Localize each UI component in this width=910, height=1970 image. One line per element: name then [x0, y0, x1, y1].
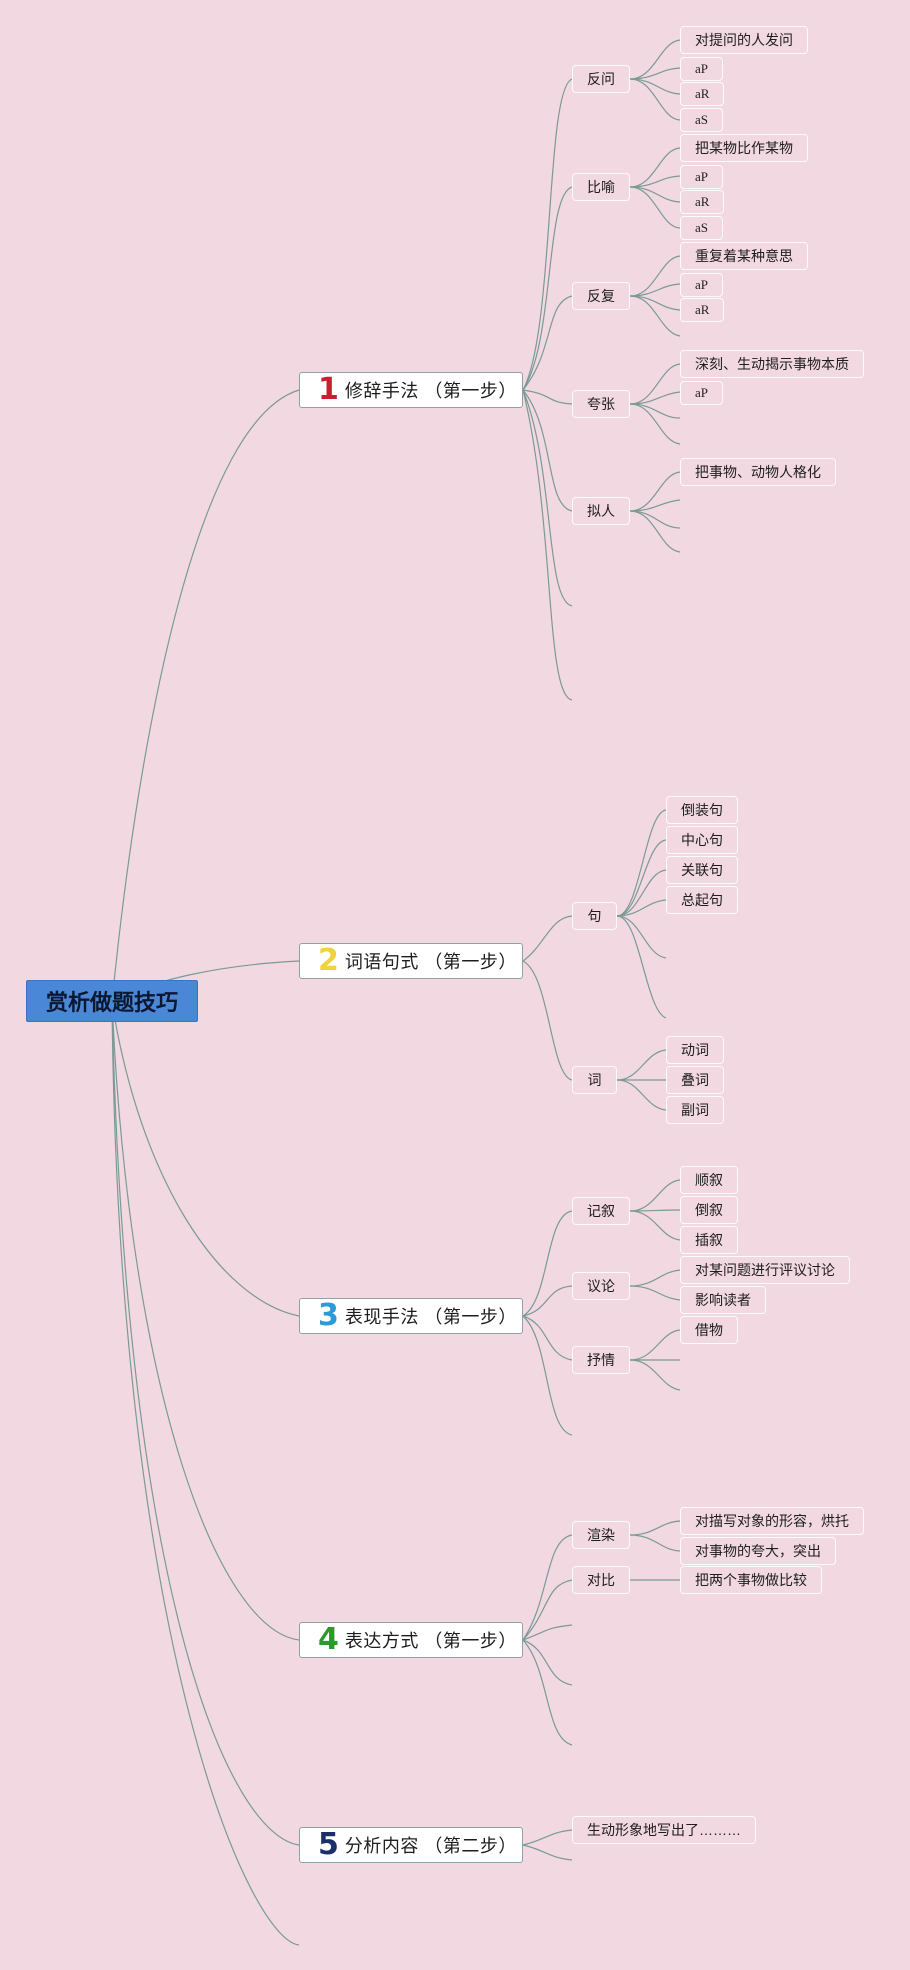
number-1: 1 [318, 372, 339, 407]
leaf-ci-2[interactable]: 副词 [666, 1096, 724, 1124]
branch-label: 表达方式 （第一步） [344, 1631, 517, 1651]
leaf-biyu-3[interactable]: aS [680, 216, 723, 240]
leaf-kuazhang-0[interactable]: 深刻、生动揭示事物本质 [680, 350, 864, 378]
node-shengdong[interactable]: 生动形象地写出了……… [572, 1816, 756, 1844]
branch-expression-modes[interactable]: 4 表达方式 （第一步） [299, 1622, 523, 1658]
number-4: 4 [318, 1622, 339, 1657]
leaf-ci-0[interactable]: 动词 [666, 1036, 724, 1064]
node-niren[interactable]: 拟人 [572, 497, 630, 525]
node-fanfu[interactable]: 反复 [572, 282, 630, 310]
leaf-xuanran-0[interactable]: 对描写对象的形容，烘托 [680, 1507, 864, 1535]
leaf-biyu-0[interactable]: 把某物比作某物 [680, 134, 808, 162]
node-fanwen[interactable]: 反问 [572, 65, 630, 93]
leaf-ju-2[interactable]: 关联句 [666, 856, 738, 884]
leaf-fanwen-0[interactable]: 对提问的人发问 [680, 26, 808, 54]
leaf-ci-1[interactable]: 叠词 [666, 1066, 724, 1094]
leaf-kuazhang-1[interactable]: aP [680, 381, 723, 405]
leaf-fanwen-1[interactable]: aP [680, 57, 723, 81]
node-yilun[interactable]: 议论 [572, 1272, 630, 1300]
leaf-fanwen-2[interactable]: aR [680, 82, 725, 106]
branch-label: 词语句式 （第一步） [344, 952, 517, 972]
node-jixu[interactable]: 记叙 [572, 1197, 630, 1225]
number-2: 2 [318, 943, 339, 978]
branch-expression-techniques[interactable]: 3 表现手法 （第一步） [299, 1298, 523, 1334]
leaf-ju-1[interactable]: 中心句 [666, 826, 738, 854]
node-xuanran[interactable]: 渲染 [572, 1521, 630, 1549]
leaf-fanfu-0[interactable]: 重复着某种意思 [680, 242, 808, 270]
leaf-ju-3[interactable]: 总起句 [666, 886, 738, 914]
leaf-jixu-1[interactable]: 倒叙 [680, 1196, 738, 1224]
leaf-yilun-1[interactable]: 影响读者 [680, 1286, 766, 1314]
branch-label: 分析内容 （第二步） [344, 1836, 517, 1856]
leaf-jixu-2[interactable]: 插叙 [680, 1226, 738, 1254]
leaf-ju-0[interactable]: 倒装句 [666, 796, 738, 824]
branch-label: 修辞手法 （第一步） [344, 381, 517, 401]
node-ci[interactable]: 词 [572, 1066, 617, 1094]
leaf-xuanran-1[interactable]: 对事物的夸大，突出 [680, 1537, 836, 1565]
leaf-fanwen-3[interactable]: aS [680, 108, 723, 132]
node-biyu[interactable]: 比喻 [572, 173, 630, 201]
branch-rhetoric[interactable]: 1 修辞手法 （第一步） [299, 372, 523, 408]
leaf-fanfu-2[interactable]: aR [680, 298, 725, 322]
branch-words-sentences[interactable]: 2 词语句式 （第一步） [299, 943, 523, 979]
root-node[interactable]: 赏析做题技巧 [26, 980, 198, 1022]
leaf-biyu-2[interactable]: aR [680, 190, 725, 214]
leaf-niren-0[interactable]: 把事物、动物人格化 [680, 458, 836, 486]
number-5: 5 [318, 1827, 339, 1862]
number-3: 3 [318, 1298, 339, 1333]
leaf-jixu-0[interactable]: 顺叙 [680, 1166, 738, 1194]
node-ju[interactable]: 句 [572, 902, 617, 930]
leaf-fanfu-1[interactable]: aP [680, 273, 723, 297]
node-kuazhang[interactable]: 夸张 [572, 390, 630, 418]
node-shuqing[interactable]: 抒情 [572, 1346, 630, 1374]
leaf-biyu-1[interactable]: aP [680, 165, 723, 189]
leaf-yilun-0[interactable]: 对某问题进行评议讨论 [680, 1256, 850, 1284]
node-duibi[interactable]: 对比 [572, 1566, 630, 1594]
leaf-duibi-0[interactable]: 把两个事物做比较 [680, 1566, 822, 1594]
leaf-shuqing-0[interactable]: 借物 [680, 1316, 738, 1344]
branch-analyze-content[interactable]: 5 分析内容 （第二步） [299, 1827, 523, 1863]
branch-label: 表现手法 （第一步） [344, 1307, 517, 1327]
